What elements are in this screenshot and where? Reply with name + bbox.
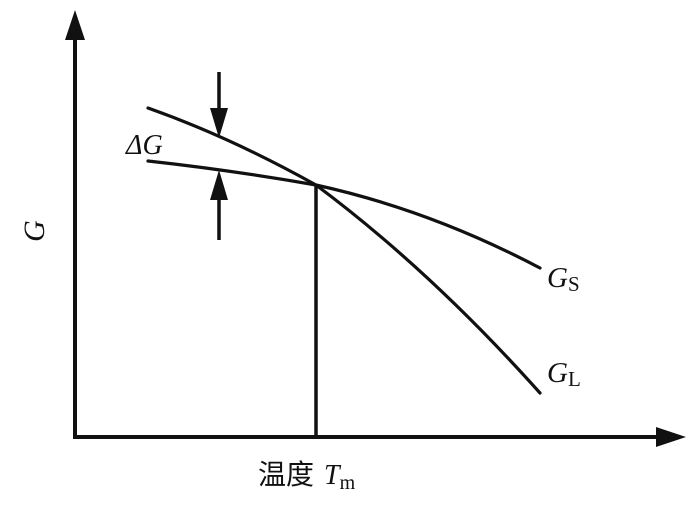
- curve-gs: [146, 159, 542, 270]
- y-axis-label: G: [18, 220, 51, 242]
- curve-gl: [146, 106, 542, 395]
- delta-arrow-down-icon: [210, 108, 228, 138]
- curve-gl-label: GL: [547, 357, 581, 391]
- delta-arrow-up-icon: [210, 170, 228, 200]
- x-axis-arrowhead: [656, 427, 686, 447]
- y-axis-arrowhead: [65, 10, 85, 40]
- delta-g-label: ΔG: [125, 130, 163, 161]
- curve-gs-label: GS: [547, 262, 580, 296]
